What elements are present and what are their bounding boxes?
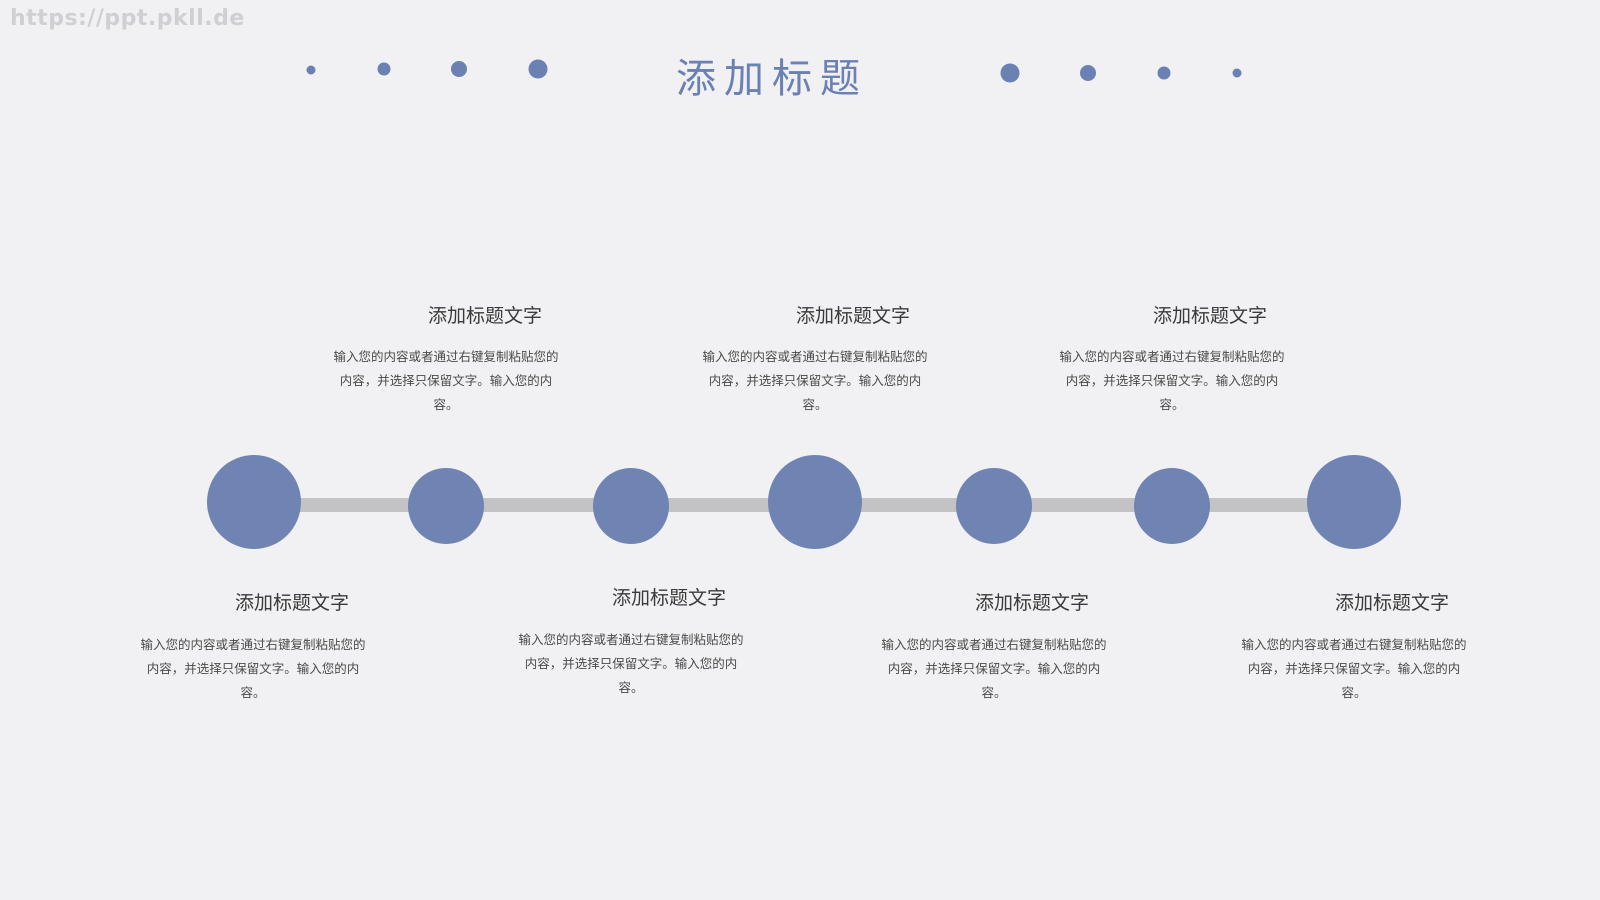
item-description-7: 输入您的内容或者通过右键复制粘贴您的内容，并选择只保留文字。输入您的内容。 bbox=[1241, 637, 1467, 700]
timeline-node-2 bbox=[408, 468, 484, 544]
item-heading-4: 添加标题文字 bbox=[795, 305, 911, 327]
timeline-node-6 bbox=[1134, 468, 1210, 544]
slide-title: 添加标题 bbox=[676, 56, 868, 102]
item-heading-6: 添加标题文字 bbox=[1152, 305, 1268, 327]
item-description-2: 输入您的内容或者通过右键复制粘贴您的内容，并选择只保留文字。输入您的内容。 bbox=[333, 349, 559, 412]
decorative-dot bbox=[377, 62, 391, 76]
decorative-dot bbox=[306, 65, 316, 75]
item-description-5: 输入您的内容或者通过右键复制粘贴您的内容，并选择只保留文字。输入您的内容。 bbox=[881, 637, 1107, 700]
timeline-node-7 bbox=[1307, 455, 1401, 549]
timeline-node-1 bbox=[207, 455, 301, 549]
item-description-3: 输入您的内容或者通过右键复制粘贴您的内容，并选择只保留文字。输入您的内容。 bbox=[518, 632, 744, 695]
item-heading-1: 添加标题文字 bbox=[234, 592, 350, 614]
decorative-dot bbox=[1000, 63, 1020, 83]
decorative-dot bbox=[528, 59, 548, 79]
item-description-1: 输入您的内容或者通过右键复制粘贴您的内容，并选择只保留文字。输入您的内容。 bbox=[140, 637, 366, 700]
item-heading-7: 添加标题文字 bbox=[1334, 592, 1450, 614]
item-description-6: 输入您的内容或者通过右键复制粘贴您的内容，并选择只保留文字。输入您的内容。 bbox=[1059, 349, 1285, 412]
timeline-node-4 bbox=[768, 455, 862, 549]
item-description-4: 输入您的内容或者通过右键复制粘贴您的内容，并选择只保留文字。输入您的内容。 bbox=[702, 349, 928, 412]
decorative-dot bbox=[1157, 66, 1171, 80]
item-heading-3: 添加标题文字 bbox=[611, 587, 727, 609]
item-heading-2: 添加标题文字 bbox=[427, 305, 543, 327]
timeline-node-3 bbox=[593, 468, 669, 544]
timeline-node-5 bbox=[956, 468, 1032, 544]
watermark: https://ppt.pkll.de bbox=[10, 6, 245, 31]
decorative-dot bbox=[1232, 68, 1242, 78]
item-heading-5: 添加标题文字 bbox=[974, 592, 1090, 614]
decorative-dot bbox=[451, 61, 467, 77]
decorative-dot bbox=[1080, 65, 1096, 81]
